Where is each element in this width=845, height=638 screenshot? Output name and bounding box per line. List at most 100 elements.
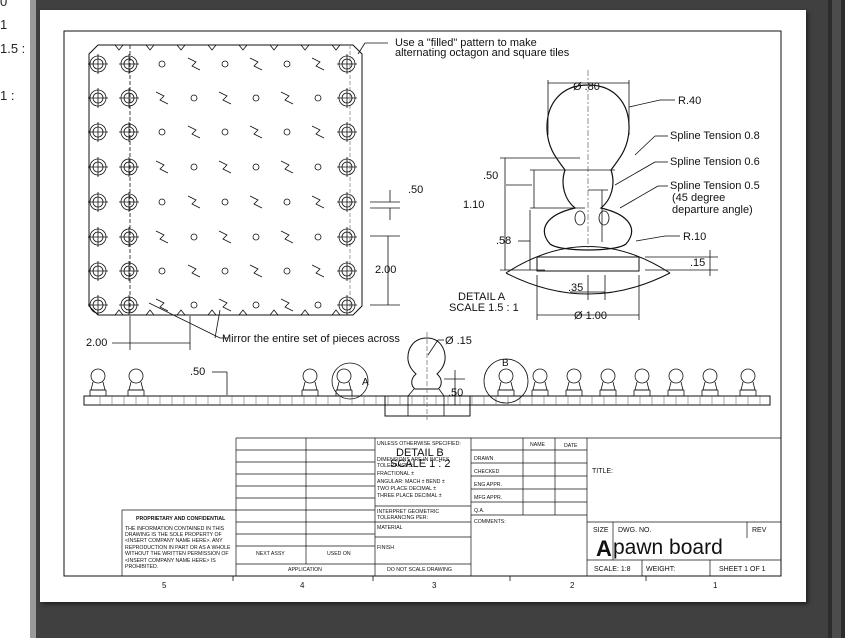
tile — [155, 91, 169, 105]
svg-text:DWG. NO.: DWG. NO. — [618, 527, 651, 534]
svg-text:UNLESS OTHERWISE SPECIFIED:: UNLESS OTHERWISE SPECIFIED: — [377, 441, 461, 447]
tile — [252, 233, 260, 241]
side-pawn — [497, 368, 515, 396]
tile — [218, 160, 232, 174]
svg-text:SIZE: SIZE — [593, 527, 609, 534]
tile — [187, 125, 201, 139]
side-pawn — [701, 368, 719, 396]
tile — [283, 198, 291, 206]
svg-text:<INSERT COMPANY NAME HERE>. A: <INSERT COMPANY NAME HERE>. ANY — [125, 538, 223, 544]
tile — [314, 233, 322, 241]
svg-text:TOLERANCING PER:: TOLERANCING PER: — [377, 515, 428, 521]
tile — [218, 230, 232, 244]
edge-notch — [145, 309, 155, 316]
svg-text:THREE PLACE DECIMAL ±: THREE PLACE DECIMAL ± — [377, 493, 442, 499]
tile — [158, 198, 166, 206]
board-top-view — [88, 44, 363, 316]
svg-text:NEXT ASSY: NEXT ASSY — [256, 551, 285, 557]
tile — [249, 125, 263, 139]
svg-text:3: 3 — [432, 581, 437, 590]
svg-text:alternating octagon and square: alternating octagon and square tiles — [395, 47, 570, 59]
zone-labels: 5 4 3 2 1 — [162, 576, 718, 590]
svg-text:CHECKED: CHECKED — [474, 469, 500, 475]
edge-notch — [300, 44, 310, 51]
svg-text:Use a "filled" pattern to make: Use a "filled" pattern to make — [395, 37, 537, 49]
tile — [314, 163, 322, 171]
board-dimensions: .50 2.00 2.00 .50 — [86, 184, 423, 395]
dim-58: .58 — [496, 235, 511, 247]
svg-text:DO NOT SCALE DRAWING: DO NOT SCALE DRAWING — [387, 567, 452, 573]
hole — [337, 157, 357, 177]
detail-b: Ø .15 .50 — [384, 332, 472, 420]
svg-text:Mirror the entire set of piece: Mirror the entire set of pieces across — [222, 333, 400, 345]
svg-text:MFG APPR.: MFG APPR. — [474, 495, 502, 501]
left-panel: 0 1 1.5 : 1 : — [0, 0, 35, 638]
edge-notch — [331, 44, 341, 51]
svg-text:REV: REV — [752, 527, 767, 534]
side-pawn — [531, 368, 549, 396]
note-mirror: Mirror the entire set of pieces across — [148, 302, 400, 345]
side-pawn — [301, 368, 319, 396]
hole — [119, 295, 139, 315]
tile — [283, 267, 291, 275]
svg-text:5: 5 — [162, 581, 167, 590]
spline-06: Spline Tension 0.6 — [670, 156, 760, 168]
hole — [337, 54, 357, 74]
dim-15: .15 — [690, 257, 705, 269]
left-panel-label: 1 : — [0, 88, 15, 103]
hole — [337, 192, 357, 212]
tile — [249, 57, 263, 71]
svg-text:THE INFORMATION CONTAINED IN T: THE INFORMATION CONTAINED IN THIS — [125, 526, 225, 532]
tile — [155, 160, 169, 174]
svg-text:DATE: DATE — [564, 443, 578, 449]
svg-text:COMMENTS:: COMMENTS: — [474, 519, 506, 525]
svg-text:PROHIBITED.: PROHIBITED. — [125, 564, 158, 570]
edge-notch — [176, 309, 186, 316]
side-pawn — [565, 368, 583, 396]
svg-text:1: 1 — [713, 581, 718, 590]
tile — [280, 230, 294, 244]
edge-notch — [331, 309, 341, 316]
svg-text:(45 degree: (45 degree — [672, 192, 725, 204]
svg-text:<INSERT COMPANY NAME HERE> IS: <INSERT COMPANY NAME HERE> IS — [125, 558, 216, 564]
tile — [252, 94, 260, 102]
dim-dia-100: Ø 1.00 — [574, 310, 607, 322]
edge-notch — [238, 309, 248, 316]
svg-text:departure angle): departure angle) — [672, 204, 753, 216]
tile — [280, 298, 294, 312]
dim-110: 1.10 — [463, 199, 484, 211]
tile — [280, 160, 294, 174]
hole — [337, 261, 357, 281]
tile — [190, 301, 198, 309]
tile — [190, 163, 198, 171]
svg-text:DRAWING IS THE SOLE PROPERTY O: DRAWING IS THE SOLE PROPERTY OF — [125, 532, 222, 538]
svg-text:APPLICATION: APPLICATION — [288, 567, 322, 573]
vertical-scrollbar[interactable] — [828, 0, 845, 638]
tile — [155, 230, 169, 244]
drawing-sheet: .50 2.00 2.00 .50 Use a "filled" pattern… — [40, 10, 806, 602]
svg-text:NAME: NAME — [530, 442, 546, 448]
edge-notch — [207, 44, 217, 51]
view-letter-b: B — [502, 358, 509, 369]
hole — [88, 88, 108, 108]
svg-text:FRACTIONAL ±: FRACTIONAL ± — [377, 471, 414, 477]
hole — [119, 192, 139, 212]
side-pawn — [127, 368, 145, 396]
hole — [337, 295, 357, 315]
hole — [88, 261, 108, 281]
detail-a: Ø .80 R.40 Spline Tension 0.8 Spline Ten… — [449, 70, 760, 322]
detail-a-label: DETAIL A — [458, 291, 506, 303]
tile — [155, 298, 169, 312]
tile — [158, 267, 166, 275]
tile — [221, 128, 229, 136]
detail-a-scale: SCALE 1.5 : 1 — [449, 302, 519, 314]
scrollbar-thumb[interactable] — [832, 0, 841, 638]
edge-notch — [145, 44, 155, 51]
hole — [88, 295, 108, 315]
svg-text:WITHOUT THE WRITTEN PERMISSION: WITHOUT THE WRITTEN PERMISSION OF — [125, 551, 229, 557]
edge-notch — [114, 44, 124, 51]
dim-50-detail-a: .50 — [483, 170, 498, 182]
tile — [280, 91, 294, 105]
tile — [252, 163, 260, 171]
side-pawn — [335, 368, 353, 396]
